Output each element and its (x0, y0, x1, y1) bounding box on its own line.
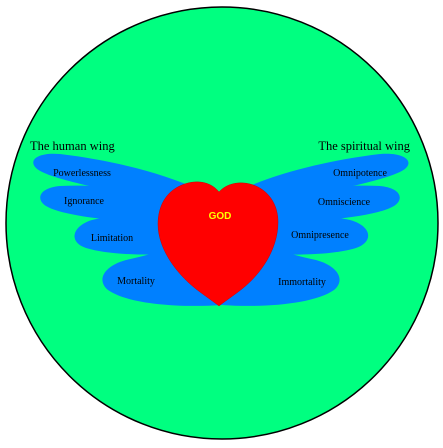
human-feather-label: Limitation (91, 233, 133, 244)
spiritual-feather-label: Immortality (278, 277, 326, 288)
human-feather-label: Powerlessness (53, 168, 111, 179)
spiritual-feather-label: Omniscience (318, 197, 371, 208)
spiritual-feather-label: Omnipresence (291, 230, 349, 241)
heart-label: GOD (209, 211, 232, 222)
human-feather-label: Ignorance (64, 196, 105, 207)
spiritual-feather-label: Omnipotence (333, 168, 387, 179)
heart-shape (157, 181, 279, 307)
human-feather-label: Mortality (117, 276, 155, 287)
human-wing-title: The human wing (30, 139, 115, 153)
spiritual-wing-title: The spiritual wing (318, 139, 410, 153)
